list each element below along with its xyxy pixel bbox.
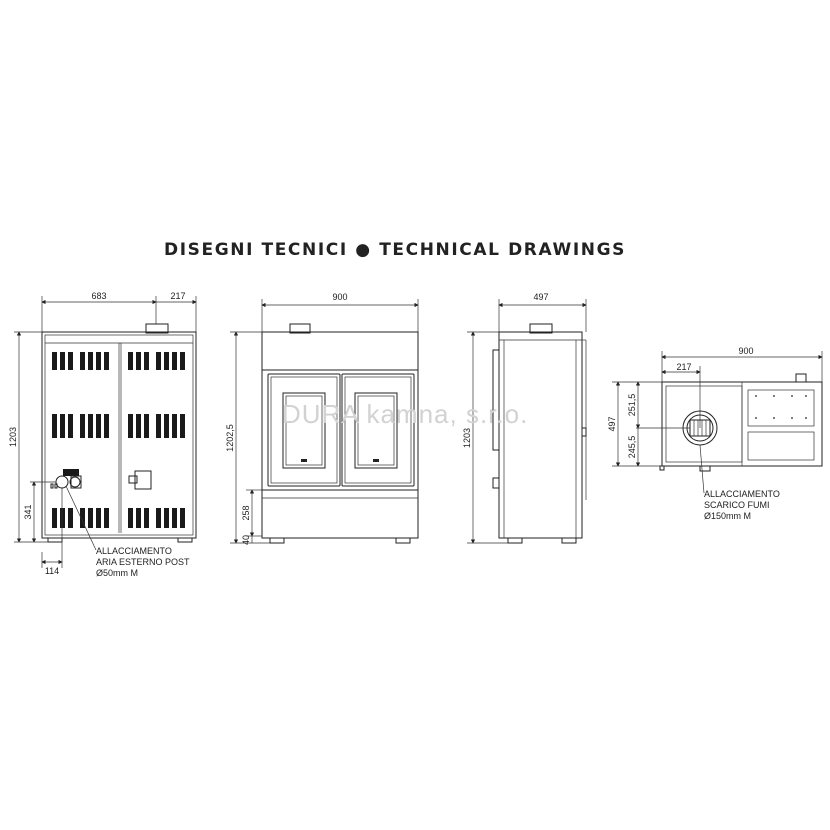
top-note-line-3: Ø150mm M — [704, 511, 751, 521]
rear-air-inlet — [50, 469, 152, 490]
front-dim-40: 40 — [241, 535, 251, 545]
watermark-text: DURA kamna, s.r.o. — [282, 399, 528, 429]
rear-vent-slots — [52, 352, 185, 528]
top-dim-497: 497 — [607, 416, 617, 431]
front-dim-258: 258 — [241, 505, 251, 520]
rear-dim-217: 217 — [170, 291, 185, 301]
top-view: 900 217 497 251,5 245,5 — [607, 346, 823, 521]
front-dim-900: 900 — [332, 292, 347, 302]
rear-view: 683 217 — [8, 291, 197, 578]
rear-note-line-1: ALLACCIAMENTO — [96, 546, 172, 556]
rear-note-line-3: Ø50mm M — [96, 568, 138, 578]
top-dim-900: 900 — [738, 346, 753, 356]
side-view: 497 1203 — [462, 292, 587, 544]
rear-dim-341: 341 — [23, 504, 33, 519]
rear-dim-114: 114 — [45, 566, 59, 576]
side-dim-497: 497 — [533, 292, 548, 302]
top-panel-dots — [755, 395, 807, 419]
page-title: DISEGNI TECNICI ● TECHNICAL DRAWINGS — [164, 240, 626, 260]
top-note-line-2: SCARICO FUMI — [704, 500, 770, 510]
rear-dim-1203: 1203 — [8, 427, 18, 447]
side-dim-1203: 1203 — [462, 428, 472, 448]
top-dim-251-5: 251,5 — [627, 394, 637, 417]
top-dim-245-5: 245,5 — [627, 436, 637, 459]
front-view: 900 1202,5 258 40 — [225, 292, 419, 545]
top-dim-217: 217 — [676, 362, 691, 372]
rear-dim-683: 683 — [91, 291, 106, 301]
top-note-line-1: ALLACCIAMENTO — [704, 489, 780, 499]
rear-note-line-2: ARIA ESTERNO POST — [96, 557, 190, 567]
front-dim-1202-5: 1202,5 — [225, 424, 235, 452]
